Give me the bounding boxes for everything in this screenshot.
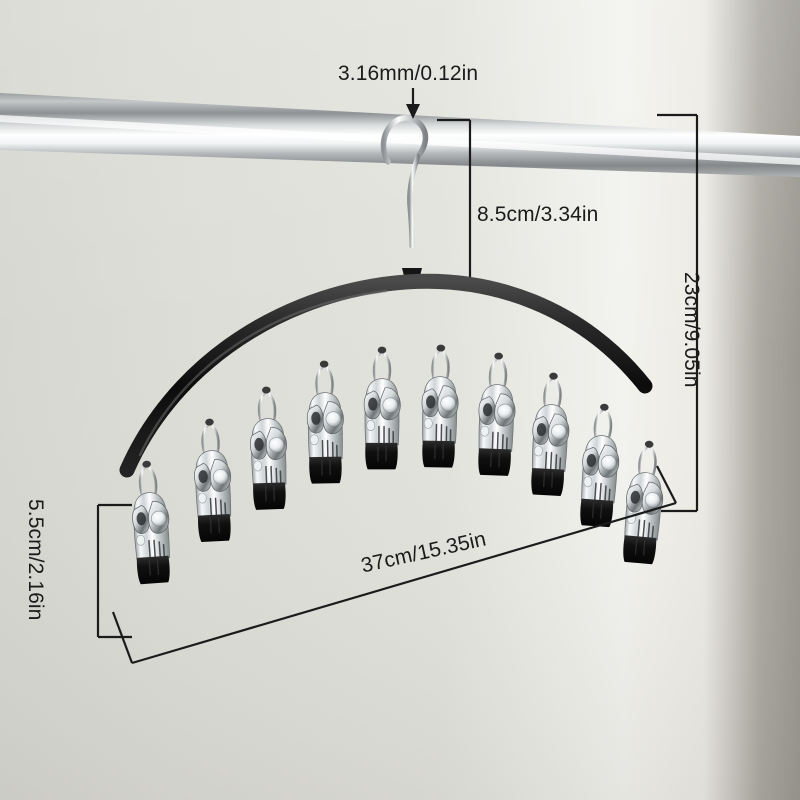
dimension-label-thickness: 3.16mm/0.12in — [338, 62, 479, 85]
clip-height-bracket — [96, 503, 132, 639]
total-width-baseline — [111, 465, 677, 665]
thickness-arrow-icon — [406, 88, 420, 119]
dimension-lines — [96, 88, 699, 665]
dimension-label-clip-height: 5.5cm/2.16in — [24, 499, 47, 621]
total-height-bracket — [657, 113, 699, 513]
dimension-label-hook-height: 8.5cm/3.34in — [477, 203, 599, 226]
hanger-arc-bar — [119, 273, 653, 478]
closet-rod — [0, 93, 800, 177]
hook-height-bracket — [437, 118, 472, 277]
dimension-label-total-height: 23cm/9.05in — [680, 272, 703, 388]
hanger — [119, 115, 670, 586]
